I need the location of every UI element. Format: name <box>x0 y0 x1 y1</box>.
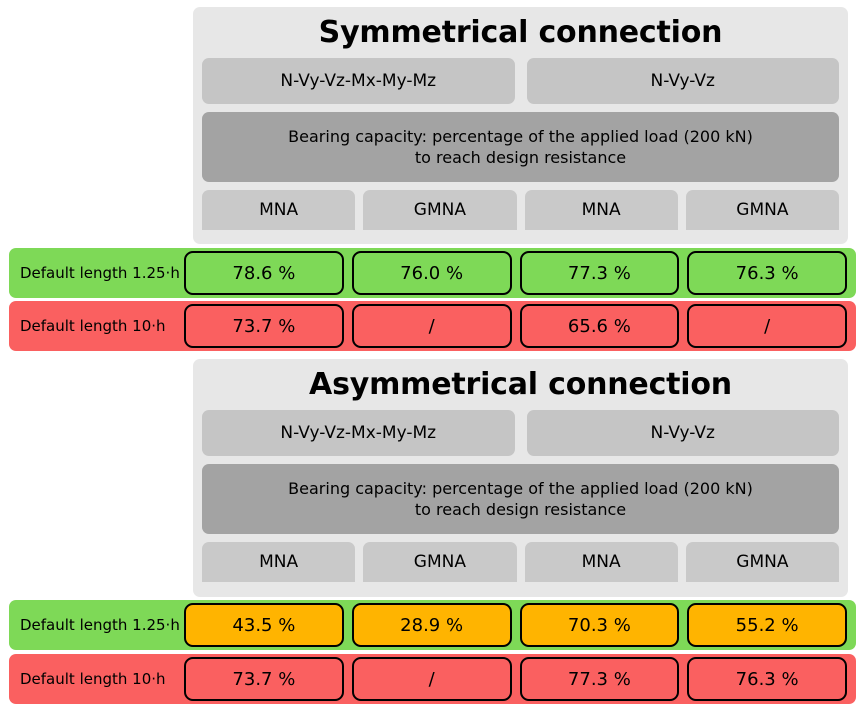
analysis-header-mna-2: MNA <box>524 542 678 583</box>
analysis-header-gmna-2: GMNA <box>685 542 839 583</box>
result-cell: / <box>351 304 512 348</box>
result-cells: 73.7 % / 65.6 % / <box>184 304 856 348</box>
row-label-default-length-10h: Default length 10·h <box>20 670 166 688</box>
bearing-capacity-note-symmetrical: Bearing capacity: percentage of the appl… <box>202 112 839 183</box>
analysis-header-mna-1: MNA <box>202 190 356 231</box>
result-cell: 77.3 % <box>519 251 680 295</box>
result-cell: 55.2 % <box>687 603 847 647</box>
loadcase-row-symmetrical: N-Vy-Vz-Mx-My-Mz N-Vy-Vz <box>202 58 839 105</box>
result-row-symmetrical-10h: Default length 10·h 73.7 % / 65.6 % / <box>9 301 856 351</box>
result-cells: 78.6 % 76.0 % 77.3 % 76.3 % <box>184 251 856 295</box>
bearing-capacity-note-asymmetrical: Bearing capacity: percentage of the appl… <box>202 464 839 535</box>
result-cell: / <box>687 304 847 348</box>
result-cell: 77.3 % <box>519 657 680 701</box>
result-row-asymmetrical-10h: Default length 10·h 73.7 % / 77.3 % 76.3… <box>9 654 856 704</box>
result-cell: 65.6 % <box>519 304 680 348</box>
result-cell: 76.0 % <box>351 251 512 295</box>
loadcase-box-full[interactable]: N-Vy-Vz-Mx-My-Mz <box>202 58 515 105</box>
panel-title-asymmetrical: Asymmetrical connection <box>309 367 732 402</box>
panel-asymmetrical: Asymmetrical connection N-Vy-Vz-Mx-My-Mz… <box>193 359 848 597</box>
analysis-header-row-symmetrical: MNA GMNA MNA GMNA <box>202 190 839 231</box>
result-cell: 73.7 % <box>184 304 344 348</box>
analysis-header-row-asymmetrical: MNA GMNA MNA GMNA <box>202 542 839 583</box>
analysis-header-gmna-2: GMNA <box>685 190 839 231</box>
loadcase-row-asymmetrical: N-Vy-Vz-Mx-My-Mz N-Vy-Vz <box>202 410 839 457</box>
analysis-header-gmna-1: GMNA <box>363 190 517 231</box>
result-cell: 28.9 % <box>351 603 512 647</box>
result-cell: / <box>351 657 512 701</box>
result-cell: 70.3 % <box>519 603 680 647</box>
result-cell: 73.7 % <box>184 657 344 701</box>
note-line-1: Bearing capacity: percentage of the appl… <box>288 478 753 498</box>
loadcase-box-reduced[interactable]: N-Vy-Vz <box>526 410 839 457</box>
result-cells: 73.7 % / 77.3 % 76.3 % <box>184 657 856 701</box>
note-line-1: Bearing capacity: percentage of the appl… <box>288 126 753 146</box>
panel-symmetrical: Symmetrical connection N-Vy-Vz-Mx-My-Mz … <box>193 7 848 244</box>
loadcase-box-reduced[interactable]: N-Vy-Vz <box>526 58 839 105</box>
result-cell: 43.5 % <box>184 603 344 647</box>
row-label-default-length-1-25h: Default length 1.25·h <box>20 616 180 634</box>
loadcase-box-full[interactable]: N-Vy-Vz-Mx-My-Mz <box>202 410 515 457</box>
note-line-2: to reach design resistance <box>414 500 627 520</box>
result-row-asymmetrical-1-25h: Default length 1.25·h 43.5 % 28.9 % 70.3… <box>9 600 856 650</box>
result-row-symmetrical-1-25h: Default length 1.25·h 78.6 % 76.0 % 77.3… <box>9 248 856 298</box>
analysis-header-mna-2: MNA <box>524 190 678 231</box>
result-cell: 76.3 % <box>687 657 847 701</box>
row-label-default-length-10h: Default length 10·h <box>20 317 166 335</box>
result-cell: 76.3 % <box>687 251 847 295</box>
row-label-default-length-1-25h: Default length 1.25·h <box>20 264 180 282</box>
result-cells: 43.5 % 28.9 % 70.3 % 55.2 % <box>184 603 856 647</box>
panel-title-symmetrical: Symmetrical connection <box>318 15 723 50</box>
analysis-header-mna-1: MNA <box>202 542 356 583</box>
note-line-2: to reach design resistance <box>414 148 627 168</box>
analysis-header-gmna-1: GMNA <box>363 542 517 583</box>
result-cell: 78.6 % <box>184 251 344 295</box>
